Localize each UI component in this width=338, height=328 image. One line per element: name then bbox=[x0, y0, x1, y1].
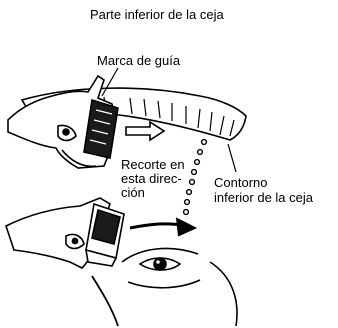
trim-direction-arrow bbox=[125, 120, 166, 142]
contour-pointer-line bbox=[227, 143, 237, 173]
trim-direction-label-line1: Recorte en bbox=[121, 157, 185, 172]
diagram-title: Parte inferior de la ceja bbox=[90, 7, 224, 22]
contour-label-line1: Contorno bbox=[214, 175, 268, 190]
contour-dots bbox=[182, 138, 208, 216]
cheek-line bbox=[91, 275, 119, 327]
lower-trimmer bbox=[85, 202, 125, 267]
upper-trimmer bbox=[7, 74, 119, 169]
eye bbox=[121, 247, 201, 289]
guide-pointer-line bbox=[101, 67, 119, 97]
lower-direction-arrowhead bbox=[175, 217, 198, 237]
guide-mark-label: Marca de guía bbox=[97, 53, 181, 68]
trim-direction-label-line2: esta direc- bbox=[121, 171, 182, 186]
face-contour bbox=[209, 261, 238, 327]
contour-label-line2: inferior de la ceja bbox=[214, 190, 313, 205]
trim-direction-label-line3: ción bbox=[121, 185, 145, 200]
